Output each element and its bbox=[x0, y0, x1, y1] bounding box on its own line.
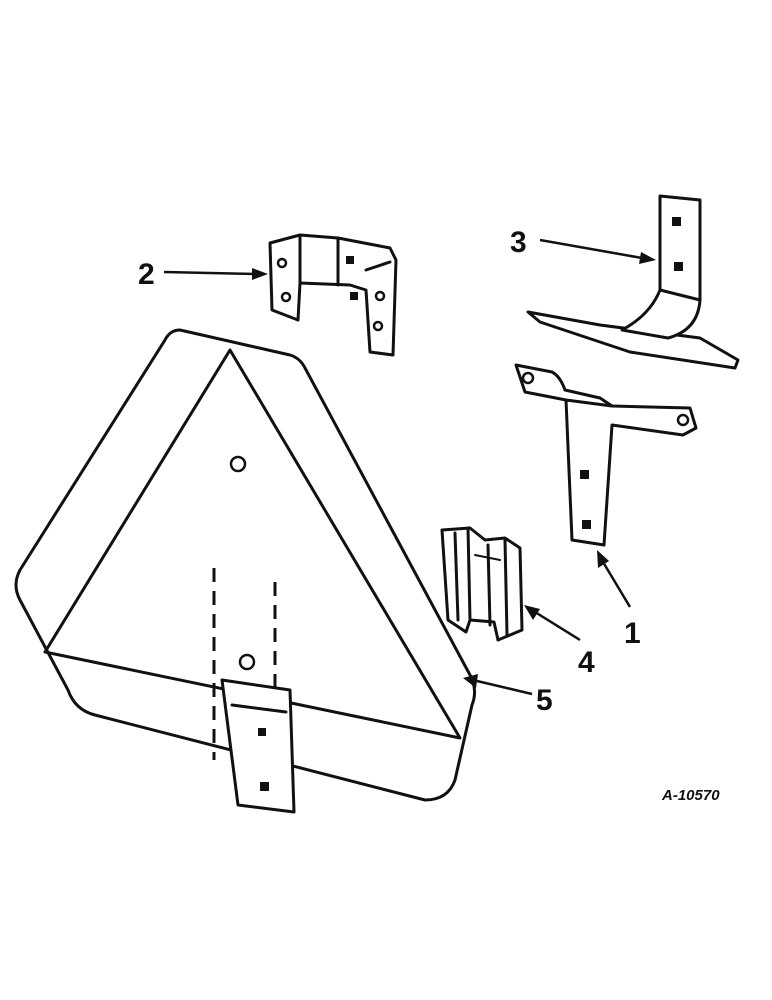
callout-1: 1 bbox=[624, 617, 641, 650]
callout-5: 5 bbox=[536, 684, 553, 717]
bracket-3 bbox=[526, 194, 740, 370]
figure-id: A-10570 bbox=[661, 787, 720, 804]
leader-line-2 bbox=[163, 268, 268, 280]
callout-3: 3 bbox=[510, 226, 527, 259]
socket-4 bbox=[440, 526, 524, 642]
leader-line-1 bbox=[597, 550, 632, 608]
bracket-2 bbox=[268, 233, 398, 357]
leader-line-5 bbox=[463, 674, 533, 696]
leader-line-4 bbox=[524, 605, 581, 642]
callout-4: 4 bbox=[578, 646, 595, 679]
leader-line-3 bbox=[539, 238, 656, 264]
bracket-1 bbox=[514, 363, 698, 547]
callout-2: 2 bbox=[138, 258, 155, 291]
smv-emblem bbox=[14, 328, 477, 814]
